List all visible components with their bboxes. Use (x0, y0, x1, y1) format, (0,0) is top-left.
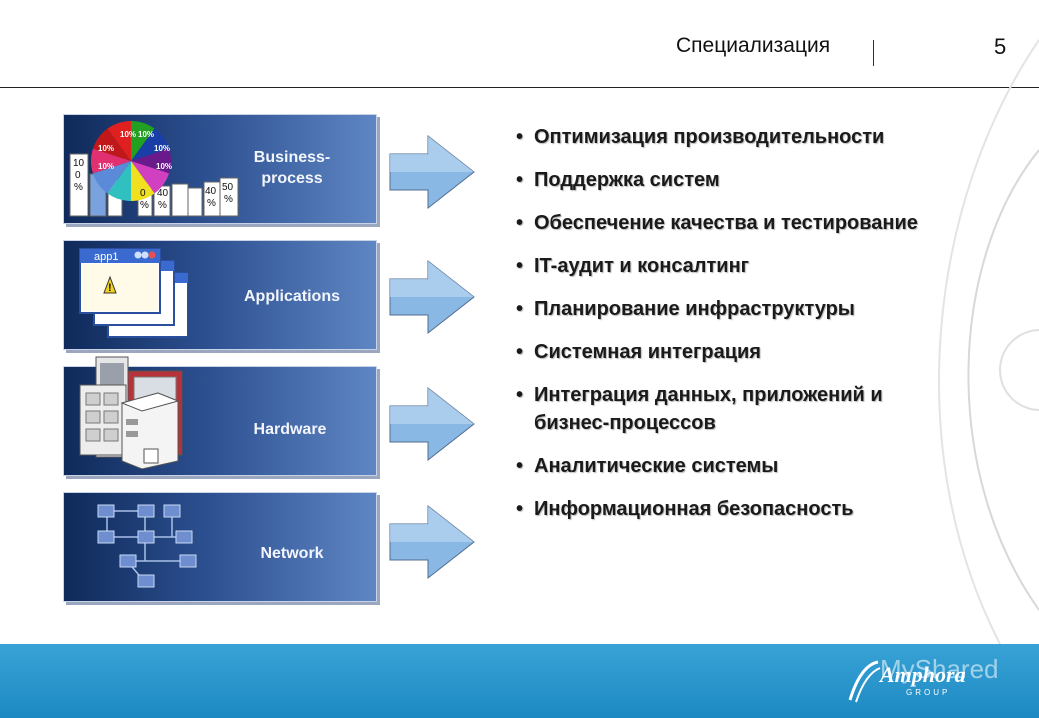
svg-text:%: % (140, 200, 149, 211)
pie-label: 10% (120, 130, 136, 139)
list-item: Планирование инфраструктуры (514, 295, 954, 323)
arrow-right-icon (389, 134, 475, 210)
server-rack-icon (79, 356, 183, 469)
logo-text: Amphora (880, 662, 966, 687)
pie-label: 10% (98, 162, 114, 171)
panel-applications: ! app1 Applications (63, 240, 377, 350)
page-number: 5 (994, 34, 1007, 59)
pie-bar-chart-icon: 10% 10% 10% 10% 10% 10% 100% 0% 40% 30% … (69, 120, 239, 217)
svg-text:40: 40 (157, 188, 169, 199)
svg-text:0: 0 (140, 188, 146, 199)
header-divider (873, 40, 874, 66)
svg-text:%: % (74, 182, 83, 193)
list-item: Интеграция данных, приложений и бизнес-п… (514, 381, 954, 437)
specialization-list: Оптимизация производительности Поддержка… (514, 123, 954, 523)
list-item: Аналитические системы (514, 452, 954, 480)
logo-subtext: GROUP (906, 688, 951, 697)
svg-text:30: 30 (189, 192, 201, 203)
window-title: app1 (94, 251, 118, 263)
arrow-right-icon (389, 259, 475, 335)
svg-text:%: % (190, 204, 199, 215)
panel-hardware: Hardware (63, 356, 377, 476)
list-item: Поддержка систем (514, 166, 954, 194)
list-item: Системная интеграция (514, 338, 954, 366)
pie-label: 10% (98, 144, 114, 153)
pie-label: 10% (154, 144, 170, 153)
list-item: Обеспечение качества и тестирование (514, 209, 954, 237)
list-item: Информационная безопасность (514, 495, 954, 523)
svg-text:10: 10 (73, 158, 85, 169)
header-rule (0, 87, 1039, 88)
panel-label-business-process: Business- process (253, 149, 331, 187)
pie-label: 10% (138, 130, 154, 139)
panel-label-applications: Applications (243, 288, 340, 305)
amphora-logo-icon (848, 660, 881, 703)
list-item: IT-аудит и консалтинг (514, 252, 954, 280)
svg-text:!: ! (108, 282, 112, 294)
panel-label-hardware: Hardware (253, 421, 327, 438)
arrow-right-icon (389, 504, 475, 580)
arrow-right-icon (389, 386, 475, 462)
panel-network: Network (63, 492, 377, 602)
svg-text:%: % (158, 200, 167, 211)
svg-text:50: 50 (222, 182, 234, 193)
list-item: Оптимизация производительности (514, 123, 954, 151)
svg-text:%: % (207, 198, 216, 209)
panel-label-network: Network (260, 545, 324, 562)
app-windows-icon: ! app1 (79, 248, 188, 338)
network-diagram-icon (97, 504, 197, 588)
watermark: MyShared (880, 654, 999, 684)
svg-text:0: 0 (75, 170, 81, 181)
slide-title: Специализация (676, 34, 831, 57)
pie-label: 10% (156, 162, 172, 171)
svg-text:%: % (224, 194, 233, 205)
svg-text:40: 40 (205, 186, 217, 197)
